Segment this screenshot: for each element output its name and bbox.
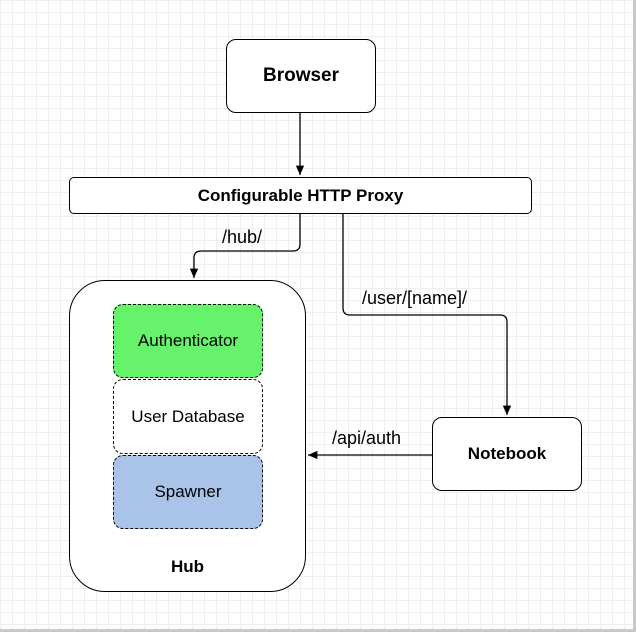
edge-label-hub: /hub/ <box>222 227 263 247</box>
edge-proxy-to-notebook <box>342 214 512 415</box>
browser-node[interactable]: Browser <box>226 39 376 113</box>
proxy-node[interactable]: Configurable HTTP Proxy <box>69 177 532 214</box>
notebook-node[interactable]: Notebook <box>432 417 582 491</box>
authenticator-node[interactable]: Authenticator <box>113 304 263 378</box>
edge-label-user: /user/[name]/ <box>362 288 468 308</box>
edge-label-api-auth: /api/auth <box>332 428 402 448</box>
edge-proxy-to-hub <box>189 214 301 278</box>
user-database-node[interactable]: User Database <box>113 379 263 454</box>
spawner-node[interactable]: Spawner <box>113 455 263 529</box>
